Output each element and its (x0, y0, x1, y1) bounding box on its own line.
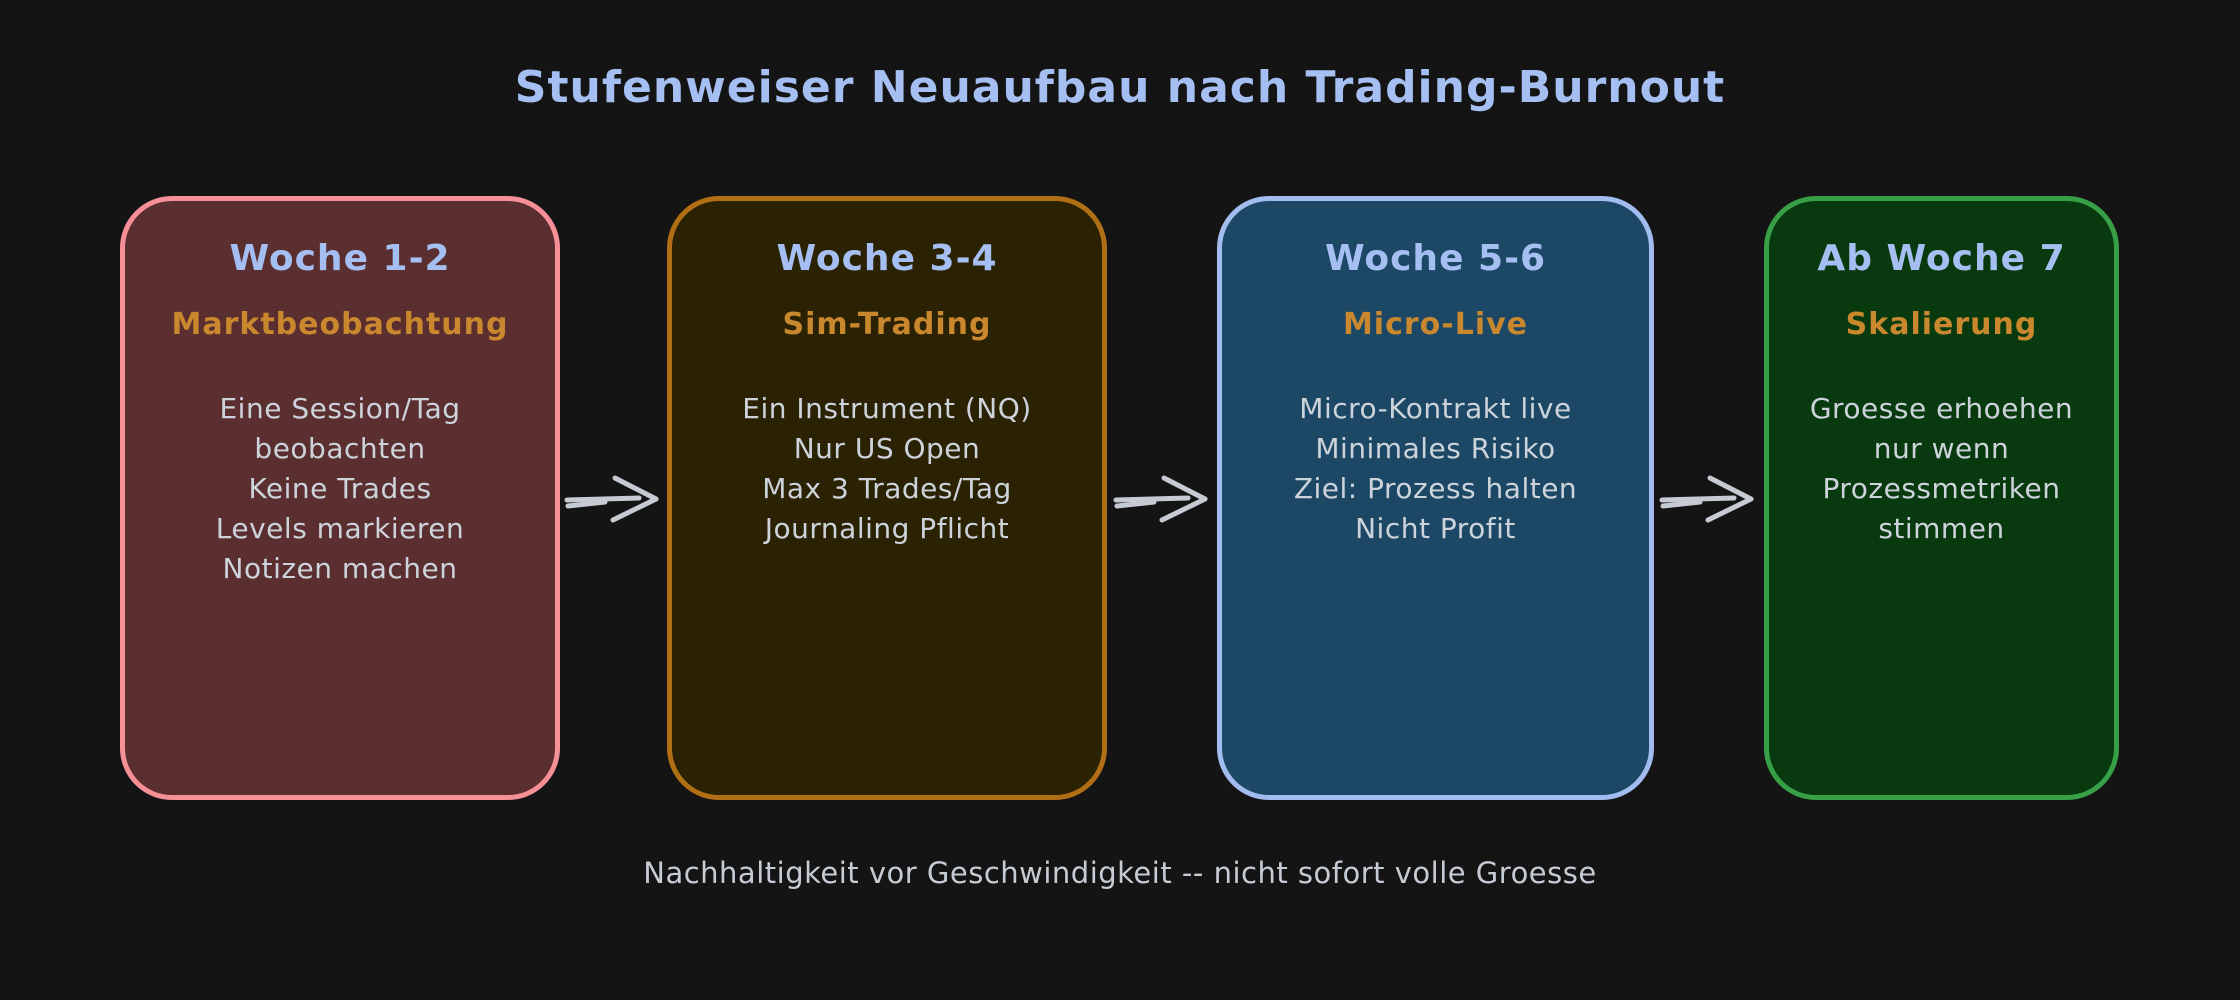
stage-line: nur wenn (1873, 432, 2010, 465)
stage-week-label: Woche 3-4 (776, 238, 998, 279)
stage-line: stimmen (1878, 512, 2005, 545)
stage-line: Keine Trades (248, 472, 432, 505)
stage-line: Groesse erhoehen (1809, 392, 2074, 425)
stage-line: Micro-Kontrakt live (1299, 392, 1572, 425)
stage-line: Ziel: Prozess halten (1293, 472, 1578, 505)
stage-phase-label: Marktbeobachtung (171, 307, 509, 342)
footer-note: Nachhaltigkeit vor Geschwindigkeit -- ni… (643, 856, 1597, 890)
stage-line: Minimales Risiko (1315, 432, 1556, 465)
stage-week-label: Woche 1-2 (229, 238, 451, 279)
stage-card-week-5-6: Woche 5-6 Micro-Live Micro-Kontrakt live… (1217, 196, 1654, 800)
stage-line: Nicht Profit (1355, 512, 1516, 545)
arrow-right-icon (563, 470, 663, 526)
arrow-right-icon (1112, 470, 1212, 526)
stage-line: Notizen machen (222, 552, 458, 585)
stage-week-label: Woche 5-6 (1324, 238, 1547, 279)
stage-line: Max 3 Trades/Tag (762, 472, 1012, 505)
stage-line: Journaling Pflicht (764, 512, 1010, 545)
stage-card-week-3-4: Woche 3-4 Sim-Trading Ein Instrument (NQ… (667, 196, 1107, 800)
stage-body: Micro-Kontrakt live Minimales Risiko Zie… (1236, 389, 1635, 549)
stage-body: Eine Session/Tag beobachten Keine Trades… (139, 389, 541, 589)
stage-phase-label: Micro-Live (1342, 307, 1529, 342)
stage-body: Ein Instrument (NQ) Nur US Open Max 3 Tr… (686, 389, 1088, 549)
stage-phase-label: Sim-Trading (782, 307, 992, 342)
stage-line: Eine Session/Tag (219, 392, 461, 425)
stage-line: Ein Instrument (NQ) (742, 392, 1032, 425)
stage-card-week-1-2: Woche 1-2 Marktbeobachtung Eine Session/… (120, 196, 560, 800)
stage-line: Prozessmetriken (1822, 472, 2061, 505)
arrow-right-icon (1658, 470, 1758, 526)
stage-week-label: Ab Woche 7 (1817, 238, 2066, 279)
stage-line: beobachten (254, 432, 426, 465)
stage-line: Nur US Open (793, 432, 981, 465)
stage-line: Levels markieren (215, 512, 465, 545)
stage-phase-label: Skalierung (1845, 307, 2038, 342)
diagram-title: Stufenweiser Neuaufbau nach Trading-Burn… (514, 62, 1726, 113)
stage-card-week-7: Ab Woche 7 Skalierung Groesse erhoehen n… (1764, 196, 2119, 800)
stage-body: Groesse erhoehen nur wenn Prozessmetrike… (1783, 389, 2100, 549)
